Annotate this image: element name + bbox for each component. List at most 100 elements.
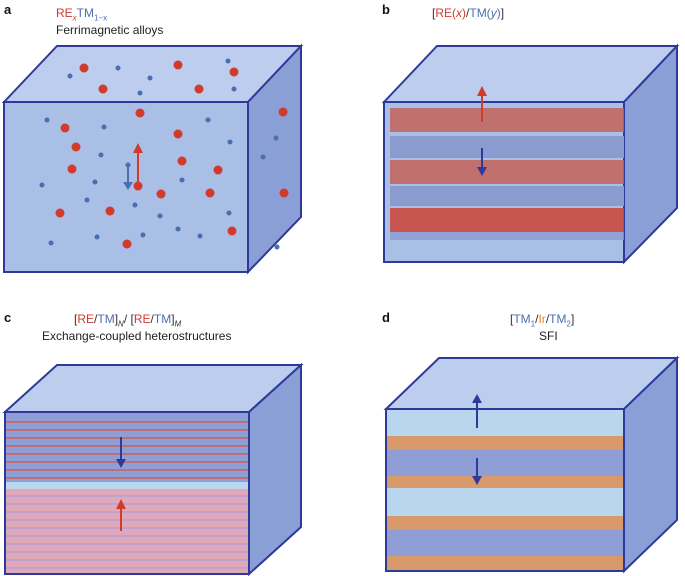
tm-atom <box>115 65 121 71</box>
re-atom <box>133 181 143 191</box>
slash-text: / <box>535 312 539 326</box>
slash-text: / <box>94 312 98 326</box>
y-variable: y <box>490 6 497 20</box>
tm-atom <box>231 86 237 92</box>
ir-layer <box>387 556 623 570</box>
tm1-layer <box>387 488 623 516</box>
tm1-subscript: 1 <box>530 319 536 329</box>
tm-atom <box>67 73 73 79</box>
bracket-text: [ <box>432 6 436 20</box>
re-atom <box>173 129 183 139</box>
tm2-arrow-head <box>472 476 482 485</box>
re-arrow-head <box>477 86 487 96</box>
tm-atom <box>140 232 146 238</box>
panel-b-label: b <box>382 2 390 17</box>
panel-d-formula: [TM1/Ir/TM2] <box>510 312 574 328</box>
tm-text: TM <box>97 312 115 326</box>
re-atom <box>279 188 289 198</box>
re-atom <box>98 84 108 94</box>
slash-text: / <box>466 6 470 20</box>
re-atom <box>227 226 237 236</box>
slash-text: / <box>150 312 154 326</box>
tm-arrow-head <box>123 182 133 190</box>
bracket-text: [ <box>74 312 78 326</box>
ir-layer <box>387 476 623 488</box>
bracket-text: ] <box>114 312 119 326</box>
panel-c-subtitle: Exchange-coupled heterostructures <box>42 329 232 343</box>
re-atom <box>67 164 77 174</box>
top-face-atoms <box>67 58 239 96</box>
tm2-layer <box>387 450 623 476</box>
re-layer <box>390 208 624 232</box>
tm2-subscript: 2 <box>566 319 571 329</box>
tm-atom <box>84 197 90 203</box>
lower-multilayer <box>6 489 248 573</box>
tm1-layer <box>387 410 623 436</box>
re-atom <box>213 165 223 175</box>
tm-atom <box>125 162 131 168</box>
re-atom <box>156 189 166 199</box>
re-atom <box>79 63 89 73</box>
panel-a-subtitle: Ferrimagnetic alloys <box>56 23 164 37</box>
bracket-text: ] <box>500 6 505 20</box>
re-atom <box>278 107 288 117</box>
tm-subscript: 1−x <box>94 13 108 23</box>
tm-atom <box>132 202 138 208</box>
re-atom <box>229 67 239 77</box>
re-atom <box>55 208 65 218</box>
slash-text: / <box>545 312 550 326</box>
re-layer <box>390 160 624 184</box>
re-text: RE( <box>435 6 457 20</box>
tm-text: TM <box>153 312 172 326</box>
panel-d-subtitle: SFI <box>539 329 558 343</box>
re-layer <box>390 108 624 132</box>
paren-text: ) <box>462 6 467 20</box>
ir-layer <box>387 516 623 530</box>
re-text: RE <box>133 312 151 326</box>
tm-atom <box>147 75 153 81</box>
tm-atom <box>179 177 185 183</box>
upper-stripes <box>6 421 248 479</box>
tm-atom <box>98 152 104 158</box>
m-subscript: M <box>174 319 182 329</box>
tm-text: TM( <box>469 6 491 20</box>
re-text: RE <box>56 6 73 20</box>
tm-text: TM <box>549 312 567 326</box>
tm-atom <box>225 58 231 64</box>
tm-atom <box>260 154 266 160</box>
tm-atom <box>94 234 100 240</box>
tm-text: TM <box>76 6 94 20</box>
panel-a-formula: RExTM1−x <box>56 6 107 22</box>
front-face-atoms <box>39 108 237 249</box>
re-subscript: x <box>72 13 77 23</box>
panel-c-label: c <box>4 310 12 325</box>
tm-atom <box>273 135 279 141</box>
re-atom <box>135 108 145 118</box>
tm-atom <box>157 213 163 219</box>
tm-atom <box>44 117 50 123</box>
tm-layer <box>390 186 624 206</box>
tm-atom <box>39 182 45 188</box>
tm-layer <box>390 136 624 158</box>
tm-atom <box>175 226 181 232</box>
spacer-layer <box>6 482 248 489</box>
tm-atom <box>227 139 233 145</box>
re-atom <box>177 156 187 166</box>
panel-b-formula: [RE(x)/TM(y)] <box>432 6 504 20</box>
x-variable: x <box>456 6 463 20</box>
tm-atom <box>226 210 232 216</box>
bracket-text: ] <box>570 312 575 326</box>
re-atom <box>105 206 115 216</box>
tm-atom <box>92 179 98 185</box>
tm-atom <box>48 240 54 246</box>
tm-text: TM <box>513 312 531 326</box>
panel-c-formula: [RE/TM]N/ [RE/TM]M <box>74 312 181 328</box>
bracket-text: ] <box>171 312 175 326</box>
panel-d-label: d <box>382 310 390 325</box>
tm-atom <box>205 117 211 123</box>
panel-a-label: a <box>4 2 12 17</box>
tm2-layer <box>387 530 623 556</box>
tm-atom <box>101 124 107 130</box>
